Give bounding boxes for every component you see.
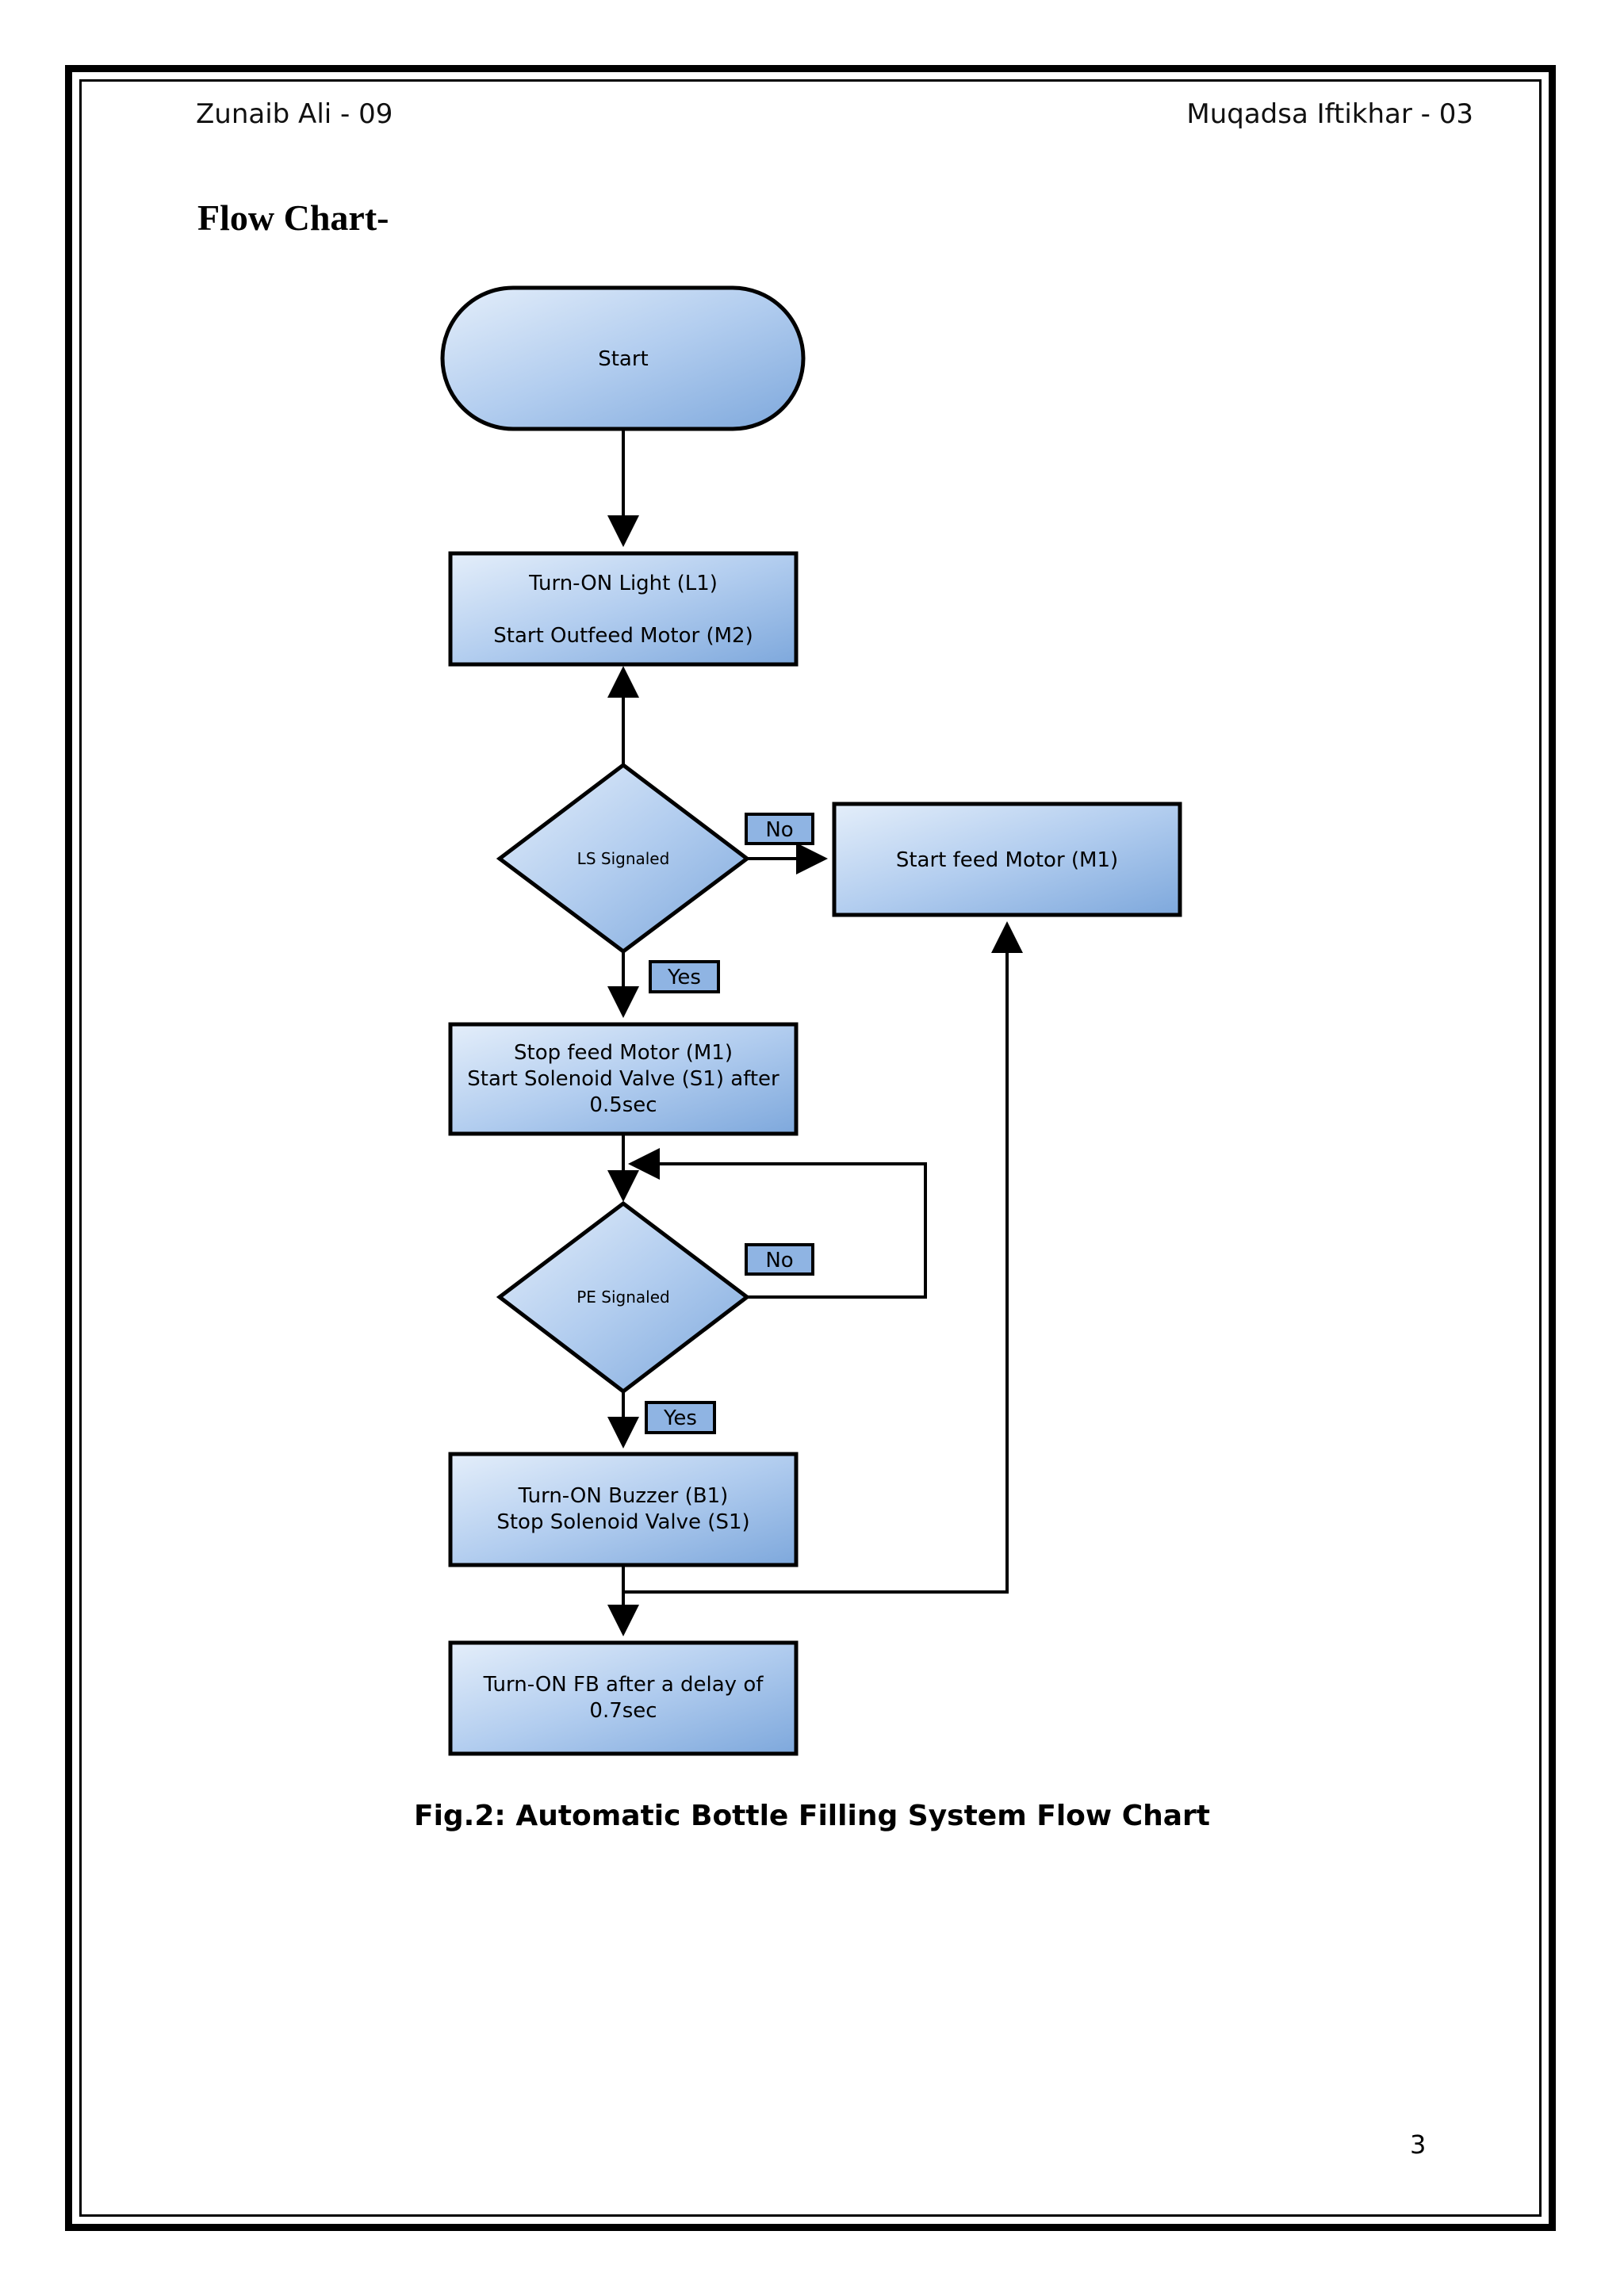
node-start-feed-motor-label: Start feed Motor (M1) bbox=[896, 848, 1118, 872]
page-number: 3 bbox=[1410, 2130, 1427, 2160]
node-ls-signaled: LS Signaled bbox=[496, 762, 751, 955]
figure-caption: Fig.2: Automatic Bottle Filling System F… bbox=[413, 1800, 1211, 1832]
edge-pe-no-loop bbox=[628, 1148, 927, 1299]
edge-label-ls-no: No bbox=[745, 813, 814, 845]
node-start: Start bbox=[440, 285, 806, 431]
node-turn-on-fb: Turn-ON FB after a delay of 0.7sec bbox=[448, 1640, 799, 1756]
node-turn-on-fb-line1: Turn-ON FB after a delay of bbox=[483, 1673, 764, 1697]
node-turn-on-light: Turn-ON Light (L1) Start Outfeed Motor (… bbox=[448, 551, 799, 667]
node-turn-on-light-line1: Turn-ON Light (L1) bbox=[528, 572, 718, 595]
edge-label-pe-no-text: No bbox=[765, 1249, 793, 1272]
header-author-left: Zunaib Ali - 09 bbox=[196, 98, 393, 130]
edge-label-ls-yes-text: Yes bbox=[667, 966, 701, 989]
section-title: Flow Chart- bbox=[197, 197, 389, 238]
edge-label-ls-no-text: No bbox=[765, 818, 793, 842]
node-stop-feed-motor-line1: Stop feed Motor (M1) bbox=[514, 1041, 733, 1065]
node-turn-on-buzzer: Turn-ON Buzzer (B1) Stop Solenoid Valve … bbox=[448, 1452, 799, 1567]
node-start-label: Start bbox=[598, 347, 649, 371]
edge-label-ls-yes: Yes bbox=[649, 960, 720, 993]
edge-buzzer-to-feed-motor bbox=[623, 921, 1023, 1594]
page-border-inner bbox=[79, 79, 1542, 2217]
node-start-feed-motor: Start feed Motor (M1) bbox=[832, 802, 1182, 917]
node-turn-on-buzzer-line1: Turn-ON Buzzer (B1) bbox=[518, 1484, 729, 1508]
node-stop-feed-motor: Stop feed Motor (M1) Start Solenoid Valv… bbox=[448, 1022, 799, 1136]
node-turn-on-fb-line2: 0.7sec bbox=[589, 1699, 657, 1723]
node-turn-on-light-line2: Start Outfeed Motor (M2) bbox=[493, 624, 753, 648]
node-pe-signaled: PE Signaled bbox=[496, 1200, 751, 1395]
page-border-outer bbox=[65, 65, 1556, 2231]
connectors bbox=[607, 429, 1023, 1636]
edge-label-pe-yes: Yes bbox=[645, 1401, 716, 1434]
edge-label-pe-no: No bbox=[745, 1243, 814, 1276]
edge-label-pe-yes-text: Yes bbox=[663, 1406, 697, 1430]
node-turn-on-buzzer-line2: Stop Solenoid Valve (S1) bbox=[496, 1510, 749, 1534]
node-pe-signaled-label: PE Signaled bbox=[576, 1288, 670, 1307]
header-author-right: Muqadsa Iftikhar - 03 bbox=[1186, 98, 1473, 130]
node-stop-feed-motor-line3: 0.5sec bbox=[589, 1093, 657, 1117]
node-stop-feed-motor-line2: Start Solenoid Valve (S1) after bbox=[467, 1067, 779, 1091]
node-ls-signaled-label: LS Signaled bbox=[577, 849, 670, 868]
